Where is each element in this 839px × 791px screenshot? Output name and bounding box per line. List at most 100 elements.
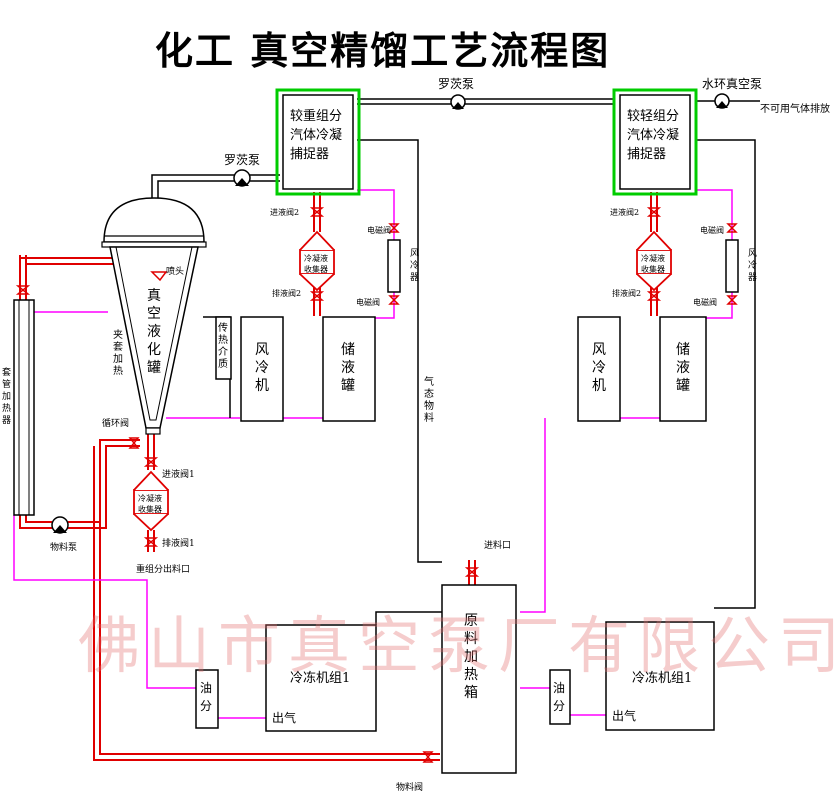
svg-text:冷冻机组1: 冷冻机组1 (632, 670, 692, 686)
oil-separator-b: 油 分 (549, 669, 571, 725)
svg-text:进液阀1: 进液阀1 (162, 468, 195, 480)
svg-text:化: 化 (147, 342, 161, 358)
svg-text:冷: 冷 (592, 360, 606, 376)
svg-text:收集器: 收集器 (138, 504, 162, 514)
svg-text:捕捉器: 捕捉器 (627, 146, 666, 162)
svg-text:油: 油 (200, 681, 212, 695)
svg-text:冷: 冷 (410, 259, 419, 271)
svg-text:气: 气 (424, 375, 434, 388)
svg-text:加: 加 (464, 649, 478, 665)
heat-transfer-medium: 传 热 介 质 (215, 316, 232, 380)
water-ring-vacuum-pump: 水环真空泵 不可用气体排放 (702, 77, 830, 115)
svg-text:排液阀1: 排液阀1 (162, 537, 195, 549)
svg-text:储: 储 (341, 342, 355, 358)
svg-text:风: 风 (410, 248, 419, 259)
valves (15, 207, 738, 763)
svg-text:电磁阀: 电磁阀 (693, 297, 717, 307)
svg-text:进料口: 进料口 (484, 539, 511, 551)
svg-text:料: 料 (464, 631, 478, 647)
svg-text:冷: 冷 (748, 259, 757, 271)
svg-text:套: 套 (2, 366, 11, 378)
svg-text:套: 套 (113, 340, 123, 353)
svg-text:电磁阀: 电磁阀 (367, 225, 391, 235)
svg-text:箱: 箱 (464, 685, 478, 701)
svg-text:冷冻机组1: 冷冻机组1 (290, 670, 350, 686)
air-cooled-unit-a: 风 冷 机 (240, 316, 284, 422)
svg-text:空: 空 (147, 306, 161, 322)
chiller-unit-b: 冷冻机组1 出气 (605, 621, 715, 731)
tube-heater: 套 管 加 热 器 (2, 299, 35, 516)
svg-text:进液阀2: 进液阀2 (610, 207, 639, 217)
svg-text:液: 液 (341, 360, 355, 376)
svg-text:喷头: 喷头 (166, 266, 184, 277)
svg-text:罗茨泵: 罗茨泵 (438, 77, 474, 91)
raw-material-heating-tank: 原 料 加 热 箱 (441, 584, 517, 774)
storage-tank-b: 储 液 罐 (659, 316, 707, 422)
svg-text:电磁阀: 电磁阀 (356, 297, 380, 307)
svg-text:罗茨泵: 罗茨泵 (224, 153, 260, 167)
svg-text:收集器: 收集器 (304, 264, 328, 274)
svg-text:热: 热 (2, 402, 11, 414)
svg-text:器: 器 (2, 415, 11, 426)
condensate-collector-2a: 冷凝液 收集器 (299, 230, 335, 292)
svg-text:风: 风 (255, 342, 269, 358)
watermark: 佛山市真空泵厂有限公司 (78, 609, 839, 682)
svg-text:较重组分: 较重组分 (290, 108, 342, 124)
diagram-title: 化工 真空精馏工艺流程图 (155, 28, 610, 73)
condensate-collector-2b: 冷凝液 收集器 (636, 230, 672, 292)
svg-text:物料泵: 物料泵 (50, 541, 77, 553)
svg-text:罐: 罐 (147, 360, 161, 376)
svg-text:较轻组分: 较轻组分 (627, 109, 679, 124)
svg-text:出气: 出气 (612, 708, 636, 723)
svg-text:器: 器 (410, 272, 419, 283)
svg-text:冷: 冷 (255, 360, 269, 376)
svg-text:循环阀: 循环阀 (102, 417, 129, 429)
small-air-cooler-b: 风 冷 器 (725, 239, 757, 293)
svg-text:冷凝液: 冷凝液 (641, 253, 665, 263)
small-air-cooler-a: 风 冷 器 (387, 239, 419, 293)
svg-text:物料阀: 物料阀 (396, 781, 423, 791)
svg-text:分: 分 (200, 699, 212, 713)
svg-text:加: 加 (2, 391, 11, 402)
svg-text:冷凝液: 冷凝液 (138, 493, 162, 503)
valve-labels: 进液阀2 排液阀2 进液阀2 排液阀2 电磁阀 电磁阀 电磁阀 电磁阀 循环阀 … (102, 207, 724, 791)
light-component-trap: 较轻组分 汽体冷凝 捕捉器 (612, 88, 698, 196)
svg-text:加: 加 (113, 353, 123, 365)
svg-text:油: 油 (553, 681, 565, 695)
svg-text:传: 传 (218, 322, 228, 334)
svg-text:冷凝液: 冷凝液 (304, 253, 328, 263)
svg-text:液: 液 (147, 324, 161, 340)
svg-text:排液阀2: 排液阀2 (272, 288, 301, 298)
chiller-unit-a: 冷冻机组1 出气 (265, 624, 377, 732)
roots-pump-left: 罗茨泵 (224, 153, 260, 187)
svg-text:夹: 夹 (113, 328, 123, 341)
condensate-collector-1: 冷凝液 收集器 (133, 470, 169, 532)
svg-text:真: 真 (147, 288, 161, 304)
svg-text:罐: 罐 (676, 378, 690, 394)
roots-pump-top: 罗茨泵 (438, 77, 474, 110)
svg-text:器: 器 (748, 272, 757, 283)
svg-text:态: 态 (424, 387, 434, 400)
svg-text:热: 热 (464, 667, 478, 683)
svg-text:汽体冷凝: 汽体冷凝 (627, 127, 679, 143)
svg-text:料: 料 (424, 411, 434, 424)
svg-text:液: 液 (676, 360, 690, 376)
svg-text:介: 介 (218, 346, 228, 358)
svg-text:热: 热 (113, 364, 123, 377)
svg-text:电磁阀: 电磁阀 (700, 225, 724, 235)
svg-text:罐: 罐 (341, 378, 355, 394)
vacuum-liquefaction-tank: 真 空 液 化 罐 喷头 (101, 197, 207, 435)
svg-text:进液阀2: 进液阀2 (270, 207, 299, 217)
svg-text:捕捉器: 捕捉器 (290, 146, 329, 162)
svg-text:物: 物 (424, 399, 434, 412)
jacket-heating-label: 夹 套 加 热 (113, 328, 123, 377)
svg-text:质: 质 (218, 358, 228, 370)
heavy-component-trap: 较重组分 汽体冷凝 捕捉器 (275, 88, 361, 196)
svg-text:热: 热 (218, 333, 228, 346)
svg-text:汽体冷凝: 汽体冷凝 (290, 127, 342, 143)
svg-text:机: 机 (255, 378, 269, 394)
svg-text:机: 机 (592, 378, 606, 394)
svg-text:原: 原 (464, 613, 478, 629)
svg-text:管: 管 (2, 378, 11, 390)
svg-text:风: 风 (592, 342, 606, 358)
